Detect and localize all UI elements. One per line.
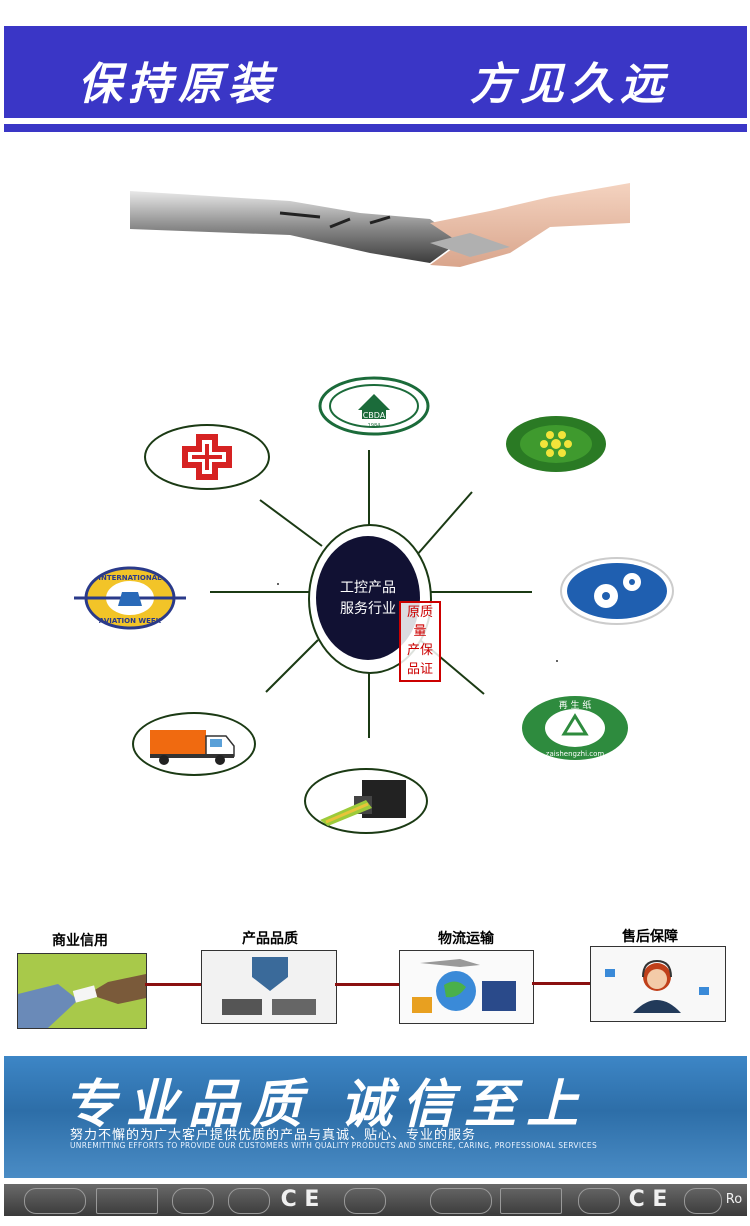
recycle-bottom-text: zaishengzhi.com: [546, 750, 605, 758]
banner-subtitle-en: UNREMITTING EFFORTS TO PROVIDE OUR CUSTO…: [70, 1141, 598, 1150]
aftersales-image: [590, 946, 726, 1022]
truck-icon: [150, 730, 235, 765]
aviation-week-logo: INTERNATIONAL AVIATION WEEK: [74, 566, 186, 630]
ce-mark: C E: [628, 1187, 668, 1212]
quality-shield-icon: [202, 951, 336, 1023]
cert-logo: [500, 1188, 562, 1214]
ul-logo: [172, 1188, 214, 1214]
banner-subtitle: 努力不懈的为广大客户提供优质的产品与真诚、贴心、专业的服务: [70, 1128, 477, 1143]
handshake-card-icon: [18, 954, 146, 1028]
banner: [4, 1056, 747, 1178]
globe-logistics-icon: [400, 951, 533, 1023]
printer-icon: [320, 780, 406, 826]
recycle-icon: [561, 713, 589, 736]
logistics-image: [399, 950, 534, 1024]
cert-logo: [430, 1188, 492, 1214]
recycle-top-text: 再 生 纸: [559, 699, 592, 711]
slogan-left: 保持原装: [78, 59, 278, 110]
ul-logo: [228, 1188, 270, 1214]
header-bar: [4, 26, 747, 118]
chain-label-logistics: 物流运输: [438, 931, 494, 947]
cert-logo: [24, 1188, 86, 1214]
green-environment-logo: [506, 416, 606, 472]
cert-logo: [96, 1188, 158, 1214]
cbda-text: CBDA: [363, 411, 386, 420]
chain-link: [145, 983, 201, 986]
chain-link: [335, 983, 399, 986]
hub-center-line1: 工控产品: [340, 580, 396, 596]
aviation-line1: INTERNATIONAL: [98, 574, 162, 582]
recycled-paper-logo: 再 生 纸 zaishengzhi.com: [522, 696, 628, 760]
robot-handshake-image: [130, 183, 630, 267]
truck-logo: [132, 712, 256, 776]
ce-mark: C E: [280, 1187, 320, 1212]
slogan-right: 方见久远: [470, 59, 670, 110]
medical-cross-logo: [144, 424, 270, 490]
ro-mark: Ro: [725, 1192, 743, 1207]
check-mark-logo: [684, 1188, 722, 1214]
check-mark-logo: [344, 1188, 386, 1214]
cross-icon: [182, 434, 232, 480]
gears-logo: [560, 557, 674, 625]
hub-spokes: [210, 450, 558, 738]
stamp-line: 产保: [406, 643, 433, 658]
chain-label-credit: 商业信用: [52, 933, 108, 949]
stamp-line: 原质: [406, 605, 433, 620]
banner-title: 专业品质 诚信至上: [64, 1074, 589, 1135]
headset-support-icon: [591, 947, 725, 1021]
stamp-line: 量: [413, 624, 427, 639]
chain-label-quality: 产品品质: [242, 931, 298, 947]
cbda-year: 1984: [368, 423, 381, 429]
stamp-line: 品证: [406, 662, 433, 677]
header-underline: [4, 124, 747, 132]
printer-logo: [304, 768, 428, 834]
ul-logo: [578, 1188, 620, 1214]
cbda-logo: CBDA 1984: [318, 376, 430, 436]
quality-image: [201, 950, 337, 1024]
chain-link: [532, 982, 590, 985]
credit-image: [17, 953, 147, 1029]
chain-label-aftersales: 售后保障: [622, 929, 678, 945]
hub-center-line2: 服务行业: [340, 601, 396, 617]
quality-stamp: 原质 量 产保 品证: [399, 601, 441, 682]
aviation-line2: AVIATION WEEK: [99, 617, 162, 625]
